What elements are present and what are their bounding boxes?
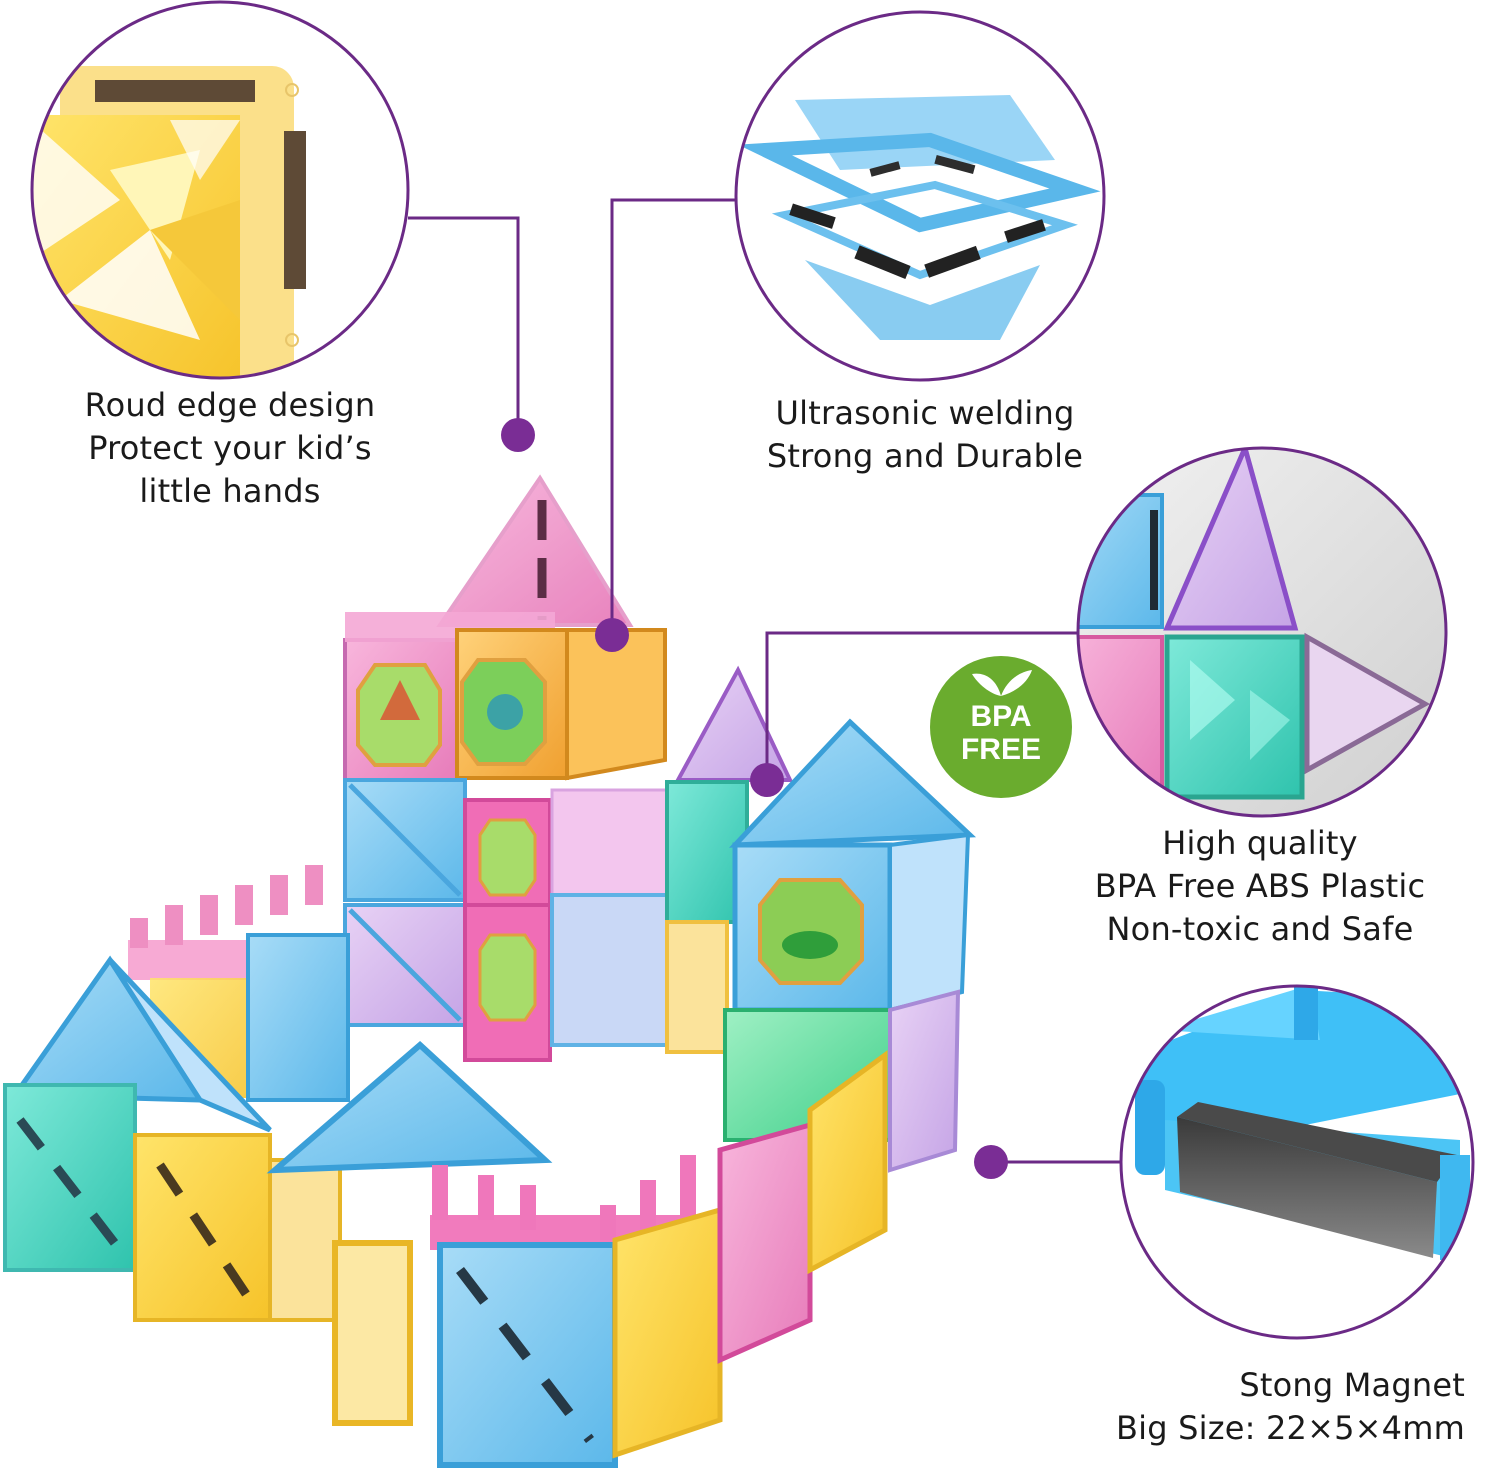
caption-line: Stong Magnet xyxy=(1239,1366,1465,1404)
caption-high-quality: High quality BPA Free ABS Plastic Non-to… xyxy=(1060,822,1460,951)
badge-line-2: FREE xyxy=(960,733,1041,766)
caption-line: Non-toxic and Safe xyxy=(1106,910,1414,948)
connector-lines xyxy=(408,198,1121,1164)
caption-line: BPA Free ABS Plastic xyxy=(1094,867,1426,905)
ultrasonic-welding-closeup xyxy=(734,10,1106,382)
leaf-icon xyxy=(972,670,1032,696)
connector-high-quality xyxy=(765,631,1078,780)
callout-dot-high-quality xyxy=(750,763,784,797)
caption-line: Protect your kid’s xyxy=(88,429,372,467)
callout-dot-ultrasonic xyxy=(595,618,629,652)
caption-line: Ultrasonic welding xyxy=(775,394,1075,432)
magnetic-tile-castle xyxy=(3,474,977,1468)
callout-dot-magnet xyxy=(974,1145,1008,1179)
round-edge-closeup xyxy=(30,0,410,380)
callout-dot-round-edge xyxy=(501,418,535,452)
connector-ultrasonic xyxy=(610,198,736,635)
high-quality-closeup xyxy=(1076,446,1448,818)
caption-ultrasonic-welding: Ultrasonic welding Strong and Durable xyxy=(745,392,1105,478)
caption-line: Roud edge design xyxy=(84,386,376,424)
caption-line: Strong and Durable xyxy=(766,437,1084,475)
left-battlement xyxy=(128,865,350,1102)
connector-round-edge xyxy=(408,216,520,435)
caption-round-edge: Roud edge design Protect your kid’s litt… xyxy=(60,384,400,513)
badge-line-1: BPA xyxy=(970,700,1032,733)
caption-strong-magnet: Stong Magnet Big Size: 22×5×4mm xyxy=(1090,1364,1465,1450)
bpa-free-badge: BPA FREE xyxy=(930,656,1072,798)
caption-line: little hands xyxy=(139,472,321,510)
connector-dots xyxy=(501,418,1008,1179)
caption-line: Big Size: 22×5×4mm xyxy=(1116,1409,1465,1447)
caption-line: High quality xyxy=(1162,824,1358,862)
strong-magnet-closeup xyxy=(1119,984,1475,1340)
